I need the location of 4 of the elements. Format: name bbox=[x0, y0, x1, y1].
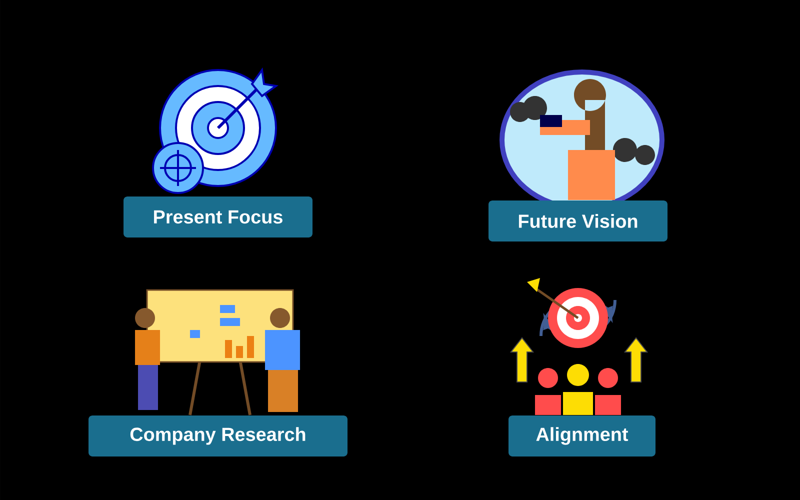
label-box: Alignment bbox=[508, 416, 656, 456]
label-box: Company Research bbox=[88, 416, 348, 456]
label-box: Future Vision bbox=[488, 200, 668, 242]
label-box: Present Focus bbox=[124, 196, 312, 238]
